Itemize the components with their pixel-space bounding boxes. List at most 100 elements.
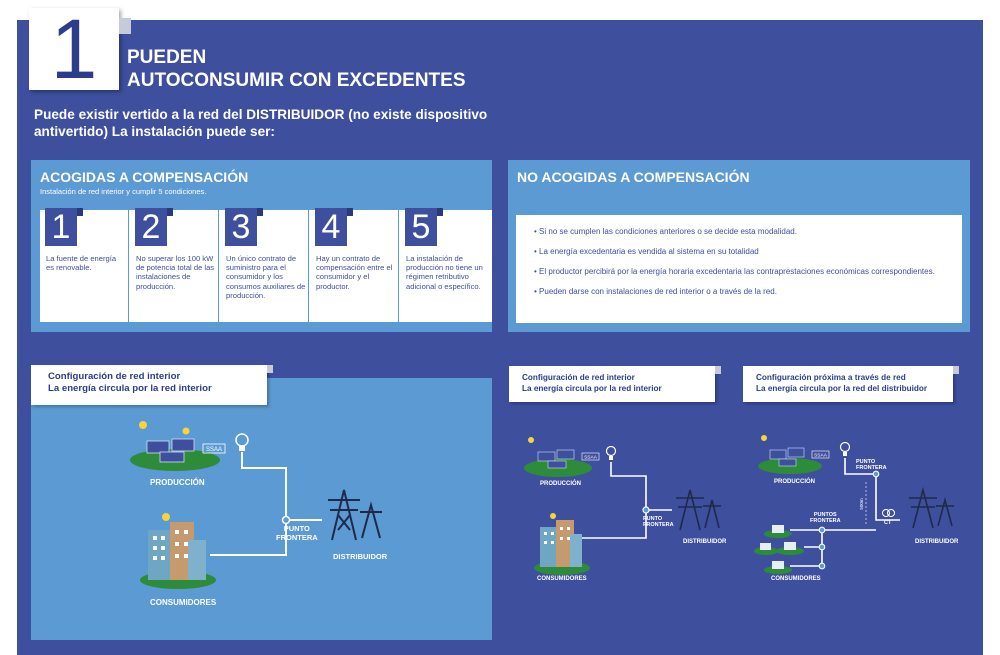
- diagram3-tag: Configuración próxima a través de red La…: [743, 366, 959, 402]
- diagram3-line1: Configuración próxima a través de red: [756, 373, 906, 382]
- lightbulb-icon: [605, 445, 617, 460]
- sun-icon: [182, 427, 190, 435]
- condition-text: No superar los 100 kW de potencia total …: [136, 254, 215, 291]
- intro-line2: antivertido) La instalación puede ser:: [34, 124, 275, 139]
- conditions-row: 1 La fuente de energía es renovable. 2 N…: [40, 208, 492, 322]
- frontier-label: PUNTO FRONTERA: [643, 516, 674, 528]
- no-acogidas-title: NO ACOGIDAS A COMPENSACIÓN: [517, 169, 750, 185]
- frontier-point-icon: [642, 506, 650, 514]
- condition-card: 5 La instalación de producción no tiene …: [400, 208, 492, 322]
- house-icon: [784, 541, 796, 550]
- diagram-red-interior-large: [31, 378, 492, 640]
- frontier-top-line2: FRONTERA: [856, 465, 887, 471]
- section-number: 1: [50, 2, 98, 96]
- condition-card: 4 Hay un contrato de compensación entre …: [310, 208, 399, 322]
- condition-text: Un único contrato de suministro para el …: [226, 254, 306, 300]
- no-acogidas-list: Si no se cumplen las condiciones anterio…: [516, 215, 962, 323]
- intro-line1: Puede existir vertido a la red del DISTR…: [34, 107, 488, 122]
- power-tower-icon: [328, 489, 382, 541]
- solar-panel-icon: [769, 447, 805, 467]
- diagram2-production: SSAA: [524, 437, 617, 477]
- diagram3-production: SSAA: [758, 435, 851, 474]
- ssaa-box: [202, 443, 226, 454]
- frontier-label: PUNTO FRONTERA: [276, 524, 318, 542]
- list-item: Si no se cumplen las condiciones anterio…: [534, 227, 944, 237]
- ssaa-label: SSAA: [814, 453, 828, 459]
- ssaa-box: [581, 452, 600, 461]
- ssaa-box: [811, 450, 830, 459]
- diagram3-line2: La energía circula por la red del distri…: [756, 383, 928, 393]
- lightbulb-icon: [839, 441, 851, 456]
- buildings-icon: [148, 522, 206, 580]
- frontier-point-icon: [818, 526, 826, 534]
- frontier-points-line1: PUNTOS: [813, 512, 837, 518]
- diagram1-consumers: [140, 513, 216, 589]
- consumers-label: CONSUMIDORES: [537, 576, 587, 582]
- frontier-point-icon: [281, 515, 291, 525]
- condition-text: Hay un contrato de compensación entre el…: [316, 254, 393, 291]
- frontier-label-line1: PUNTO: [283, 524, 310, 533]
- sun-icon: [550, 513, 556, 519]
- ssaa-label: SSAA: [584, 455, 598, 461]
- list-item: La energía excedentaria es vendida al si…: [534, 247, 944, 257]
- distributor-label: DISTRIBUIDOR: [333, 552, 388, 561]
- intro-text: Puede existir vertido a la red del DISTR…: [34, 106, 514, 140]
- frontier-points-line2: FRONTERA: [810, 518, 841, 524]
- house-icon: [772, 560, 784, 569]
- ct-label: CT: [884, 520, 892, 526]
- frontier-point-icon: [818, 562, 826, 570]
- diagram2-line1: Configuración de red interior: [522, 373, 635, 382]
- condition-number: 3: [225, 208, 263, 246]
- production-label: PRODUCCIÓN: [150, 478, 205, 487]
- condition-number: 5: [405, 208, 443, 246]
- consumers-label: CONSUMIDORES: [150, 598, 217, 607]
- main-title-line2: AUTOCONSUMIR CON EXCEDENTES: [127, 70, 466, 91]
- condition-text: La instalación de producción no tiene un…: [406, 254, 483, 291]
- frontier-top-line1: PUNTO: [856, 459, 876, 465]
- diagram1-production: SSAA: [130, 421, 249, 471]
- frontier-point-icon: [818, 543, 826, 551]
- frontier-points-label: PUNTOS FRONTERA: [810, 512, 841, 524]
- condition-number: 1: [45, 208, 83, 246]
- diagram2-line2: La energía circula por la red interior: [522, 383, 662, 393]
- production-label: PRODUCCIÓN: [540, 481, 582, 487]
- acogidas-title: ACOGIDAS A COMPENSACIÓN: [40, 169, 249, 185]
- ssaa-label: SSAA: [206, 447, 222, 453]
- diagram3-lines: [790, 458, 900, 567]
- condition-card: 2 No superar los 100 kW de potencia tota…: [130, 208, 219, 322]
- diagram1-tag: Configuración de red interior La energía…: [31, 365, 273, 405]
- diagram1-line2: La energía circula por la red interior: [48, 383, 212, 394]
- house-icon: [772, 524, 784, 533]
- consumers-label: CONSUMIDORES: [771, 576, 821, 582]
- acogidas-subtitle: Instalación de red interior y cumplir 5 …: [40, 187, 207, 196]
- badge-fold: [119, 18, 131, 34]
- diagram2-tag: Configuración de red interior La energía…: [509, 366, 721, 402]
- condition-number: 4: [315, 208, 353, 246]
- frontier-label-top: PUNTO FRONTERA: [856, 459, 887, 471]
- solar-panel-icon: [537, 449, 575, 469]
- buildings-icon: [540, 520, 582, 567]
- frontier-label-line2: FRONTERA: [643, 522, 674, 528]
- distributor-label: DISTRIBUIDOR: [915, 539, 959, 545]
- frontier-point-icon: [872, 470, 880, 478]
- diagram1-line1: Configuración de red interior: [48, 371, 181, 382]
- frontier-label-line1: PUNTO: [643, 516, 663, 522]
- condition-text: La fuente de energía es renovable.: [46, 254, 117, 273]
- power-tower-icon: [676, 489, 721, 531]
- distance-label: 500m: [859, 498, 864, 510]
- production-label: PRODUCCIÓN: [774, 479, 816, 485]
- lightbulb-icon: [235, 433, 249, 451]
- section-number-badge: 1: [29, 4, 131, 94]
- list-item: Pueden darse con instalaciones de red in…: [534, 287, 944, 297]
- diagram1-lines: [210, 452, 322, 556]
- power-tower-icon: [909, 486, 954, 529]
- solar-panel-icon: [146, 438, 195, 463]
- house-icon: [760, 542, 771, 550]
- condition-card: 1 La fuente de energía es renovable.: [40, 208, 129, 322]
- sun-icon: [761, 435, 767, 441]
- sun-icon: [528, 437, 534, 443]
- diagram2-consumers: [534, 513, 590, 575]
- main-title: PUEDEN AUTOCONSUMIR CON EXCEDENTES: [127, 46, 466, 92]
- ct-transformer-icon: [882, 509, 895, 517]
